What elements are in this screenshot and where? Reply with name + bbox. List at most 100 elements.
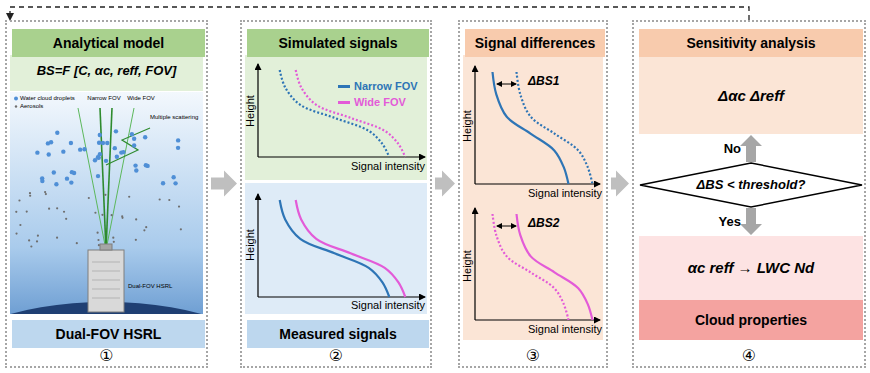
adjust-box: Δαc Δreff [639, 57, 863, 134]
illustration-label: Narrow FOV [87, 95, 120, 102]
cloud-droplet [113, 146, 117, 150]
cloud-droplet [40, 179, 44, 183]
legend-entry: Wide FOV [338, 96, 406, 109]
axis-label: Signal intensity [351, 299, 425, 312]
flow-arrow [611, 171, 629, 197]
difference-label: ΔBS1 [528, 75, 559, 89]
stage-panel: Sensitivity analysisΔαc ΔreffΔBS < thres… [632, 20, 866, 368]
cloud-droplet [69, 141, 73, 145]
aerosol-particle [113, 241, 115, 243]
aerosol-particle [44, 191, 46, 193]
node-text: Δαc Δreff [718, 87, 784, 104]
edge-label: No [724, 141, 741, 156]
aerosol-particle [29, 192, 31, 194]
signal-plot [475, 66, 600, 184]
instrument-vent [92, 262, 120, 263]
cloud-droplet [115, 155, 119, 159]
axis-label: Signal intensity [351, 160, 425, 173]
formula-text: BS=F [C, αc, reff, FOV] [37, 64, 177, 79]
axis-label: Height [244, 95, 257, 127]
cloud-droplet [171, 175, 175, 179]
aerosol-particle [26, 210, 28, 212]
cloud-droplet [49, 140, 53, 144]
aerosol-particle [168, 199, 170, 201]
stage-panel: Simulated signalsMeasured signals② [240, 20, 432, 368]
aerosol-particle [65, 218, 67, 220]
cloud-droplet [132, 143, 136, 147]
flow-arrow [211, 171, 237, 197]
flow-arrow [740, 208, 762, 235]
aerosol-particle [28, 239, 30, 241]
intensity-axis [475, 183, 600, 184]
wide-fov-beam [106, 108, 134, 250]
narrow-fov-beam [106, 108, 112, 250]
cloud-droplet [55, 131, 59, 135]
cloud-droplet [121, 150, 125, 154]
signal-plots [258, 64, 600, 320]
stage-panel: Analytical modelDual-FOV HSRL① [5, 20, 208, 368]
aerosol-particle [104, 194, 106, 196]
aerosol-particle [45, 193, 47, 195]
header-box: Simulated signals [247, 29, 429, 57]
aerosol-particle [76, 242, 78, 244]
cloud-droplet [61, 149, 65, 153]
signal-plot [258, 64, 425, 157]
cloud-droplet [82, 147, 86, 151]
cloud-droplet [98, 133, 102, 137]
cloud-droplet [173, 181, 177, 185]
cloud-droplet [104, 159, 108, 163]
height-axis [257, 64, 258, 157]
step-number: ① [99, 347, 113, 365]
aerosol-particle [94, 212, 96, 214]
aerosol-particle [111, 214, 113, 216]
header-box: Signal differences [465, 29, 605, 57]
intensity-axis [258, 156, 425, 157]
wide-fov-beam [78, 108, 106, 250]
cloud-droplet [98, 152, 102, 156]
stage-panel: Signal differences③ [458, 20, 608, 368]
instrument-vent [92, 289, 120, 290]
step-number: ② [329, 347, 343, 365]
legend-text: Wide FOV [354, 96, 406, 109]
aerosol-particle [101, 214, 103, 216]
header-box: Analytical model [12, 29, 205, 57]
cloud-droplet [114, 129, 118, 133]
cloud-droplet [54, 182, 58, 186]
lidar-telescope [100, 244, 112, 250]
feedback-connector [10, 7, 749, 20]
node-text: Signal differences [475, 35, 596, 51]
aerosol-particle [48, 208, 50, 210]
legend-text: Narrow FOV [354, 80, 418, 93]
cloud-droplet [134, 168, 138, 172]
cloud-droplet [96, 174, 100, 178]
cloud-droplet [144, 163, 148, 167]
aerosol-particle [135, 239, 137, 241]
cloud-droplet [132, 136, 136, 140]
signal-curve [296, 200, 406, 297]
difference-arrow [497, 84, 516, 85]
signal-curve [493, 72, 569, 184]
cloud-droplet [52, 170, 56, 174]
cloud-droplet [161, 181, 165, 185]
node-text: Analytical model [53, 35, 164, 51]
aerosol-particle [15, 211, 17, 213]
lidar-instrument [88, 250, 124, 312]
difference-label: ΔBS2 [528, 217, 559, 231]
cloud-droplet [97, 141, 101, 145]
aerosol-particle [63, 211, 65, 213]
node-text: αc reff → LWC Nd [688, 259, 815, 276]
aerosol-particle [159, 198, 161, 200]
aerosol-particle [29, 195, 31, 197]
plot-background [245, 55, 427, 180]
plot-background [245, 183, 427, 314]
cloud-droplet [35, 150, 39, 154]
cloud-droplet [78, 147, 82, 151]
signal-curve [493, 214, 569, 320]
axis-label: Height [461, 250, 474, 282]
aerosol-particle [36, 240, 38, 242]
height-axis [474, 208, 475, 320]
flow-arrow [435, 171, 455, 197]
cloud-droplet [176, 146, 180, 150]
aerosol-particle [121, 217, 123, 219]
